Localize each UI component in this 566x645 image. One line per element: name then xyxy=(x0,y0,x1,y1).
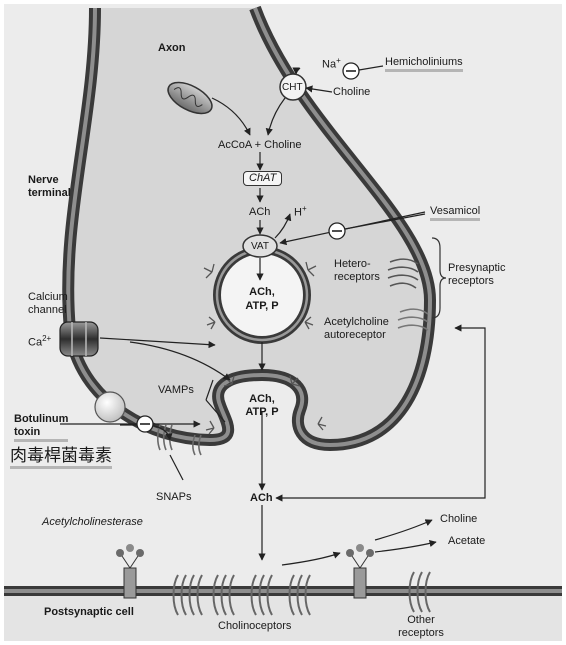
fusing-content-line2: ATP, P xyxy=(236,406,288,419)
cholinoceptors-label: Cholinoceptors xyxy=(218,620,291,633)
calcium-ion-charge: 2+ xyxy=(42,334,51,343)
vesicle-content-line1: ACh, xyxy=(236,286,288,299)
hemicholiniums-label: Hemicholiniums xyxy=(385,56,463,72)
choline-in-label: Choline xyxy=(333,86,370,99)
axon-label: Axon xyxy=(158,42,186,55)
chat-label: ChAT xyxy=(243,171,282,186)
nerve-terminal-label: Nerve terminal xyxy=(28,174,80,200)
sodium-text: Na xyxy=(322,59,336,71)
presynaptic-receptors-label: Presynaptic receptors xyxy=(448,262,505,288)
proton-charge: + xyxy=(302,204,307,213)
ach-cleft-label: ACh xyxy=(250,492,273,505)
vamps-label: VAMPs xyxy=(158,384,194,397)
vesamicol-label: Vesamicol xyxy=(430,205,480,221)
botulinum-toxin-molecule xyxy=(95,392,125,422)
calcium-ion-text: Ca xyxy=(28,337,42,349)
choline-out-label: Choline xyxy=(440,513,477,526)
accoa-choline-label: AcCoA + Choline xyxy=(218,139,301,152)
sodium-label: Na+ xyxy=(322,54,341,72)
calcium-channel-label: Calcium channel xyxy=(28,291,68,317)
postsynaptic-cell-label: Postsynaptic cell xyxy=(44,606,134,619)
calcium-ion-label: Ca2+ xyxy=(28,332,51,350)
fusing-content-line1: ACh, xyxy=(236,393,288,406)
acetylcholinesterase-label: Acetylcholinesterase xyxy=(42,516,143,529)
vat-label: VAT xyxy=(251,240,269,253)
botulinum-chinese-label: 肉毒桿菌毒素 xyxy=(10,446,112,469)
proton-label: H+ xyxy=(294,202,307,220)
other-receptors-label: Other receptors xyxy=(396,614,446,640)
proton-text: H xyxy=(294,207,302,219)
botulinum-toxin-label: Botulinum toxin xyxy=(14,413,68,442)
autoreceptor-label: Acetylcholine autoreceptor xyxy=(324,316,389,342)
sodium-charge: + xyxy=(336,56,341,65)
acetate-label: Acetate xyxy=(448,535,485,548)
hetero-receptors-label: Hetero- receptors xyxy=(334,258,380,284)
vesicle-content-line2: ATP, P xyxy=(236,300,288,313)
cht-label: CHT xyxy=(282,81,303,94)
calcium-channel xyxy=(60,322,98,356)
ach-top-label: ACh xyxy=(249,206,270,219)
snaps-label: SNAPs xyxy=(156,491,191,504)
